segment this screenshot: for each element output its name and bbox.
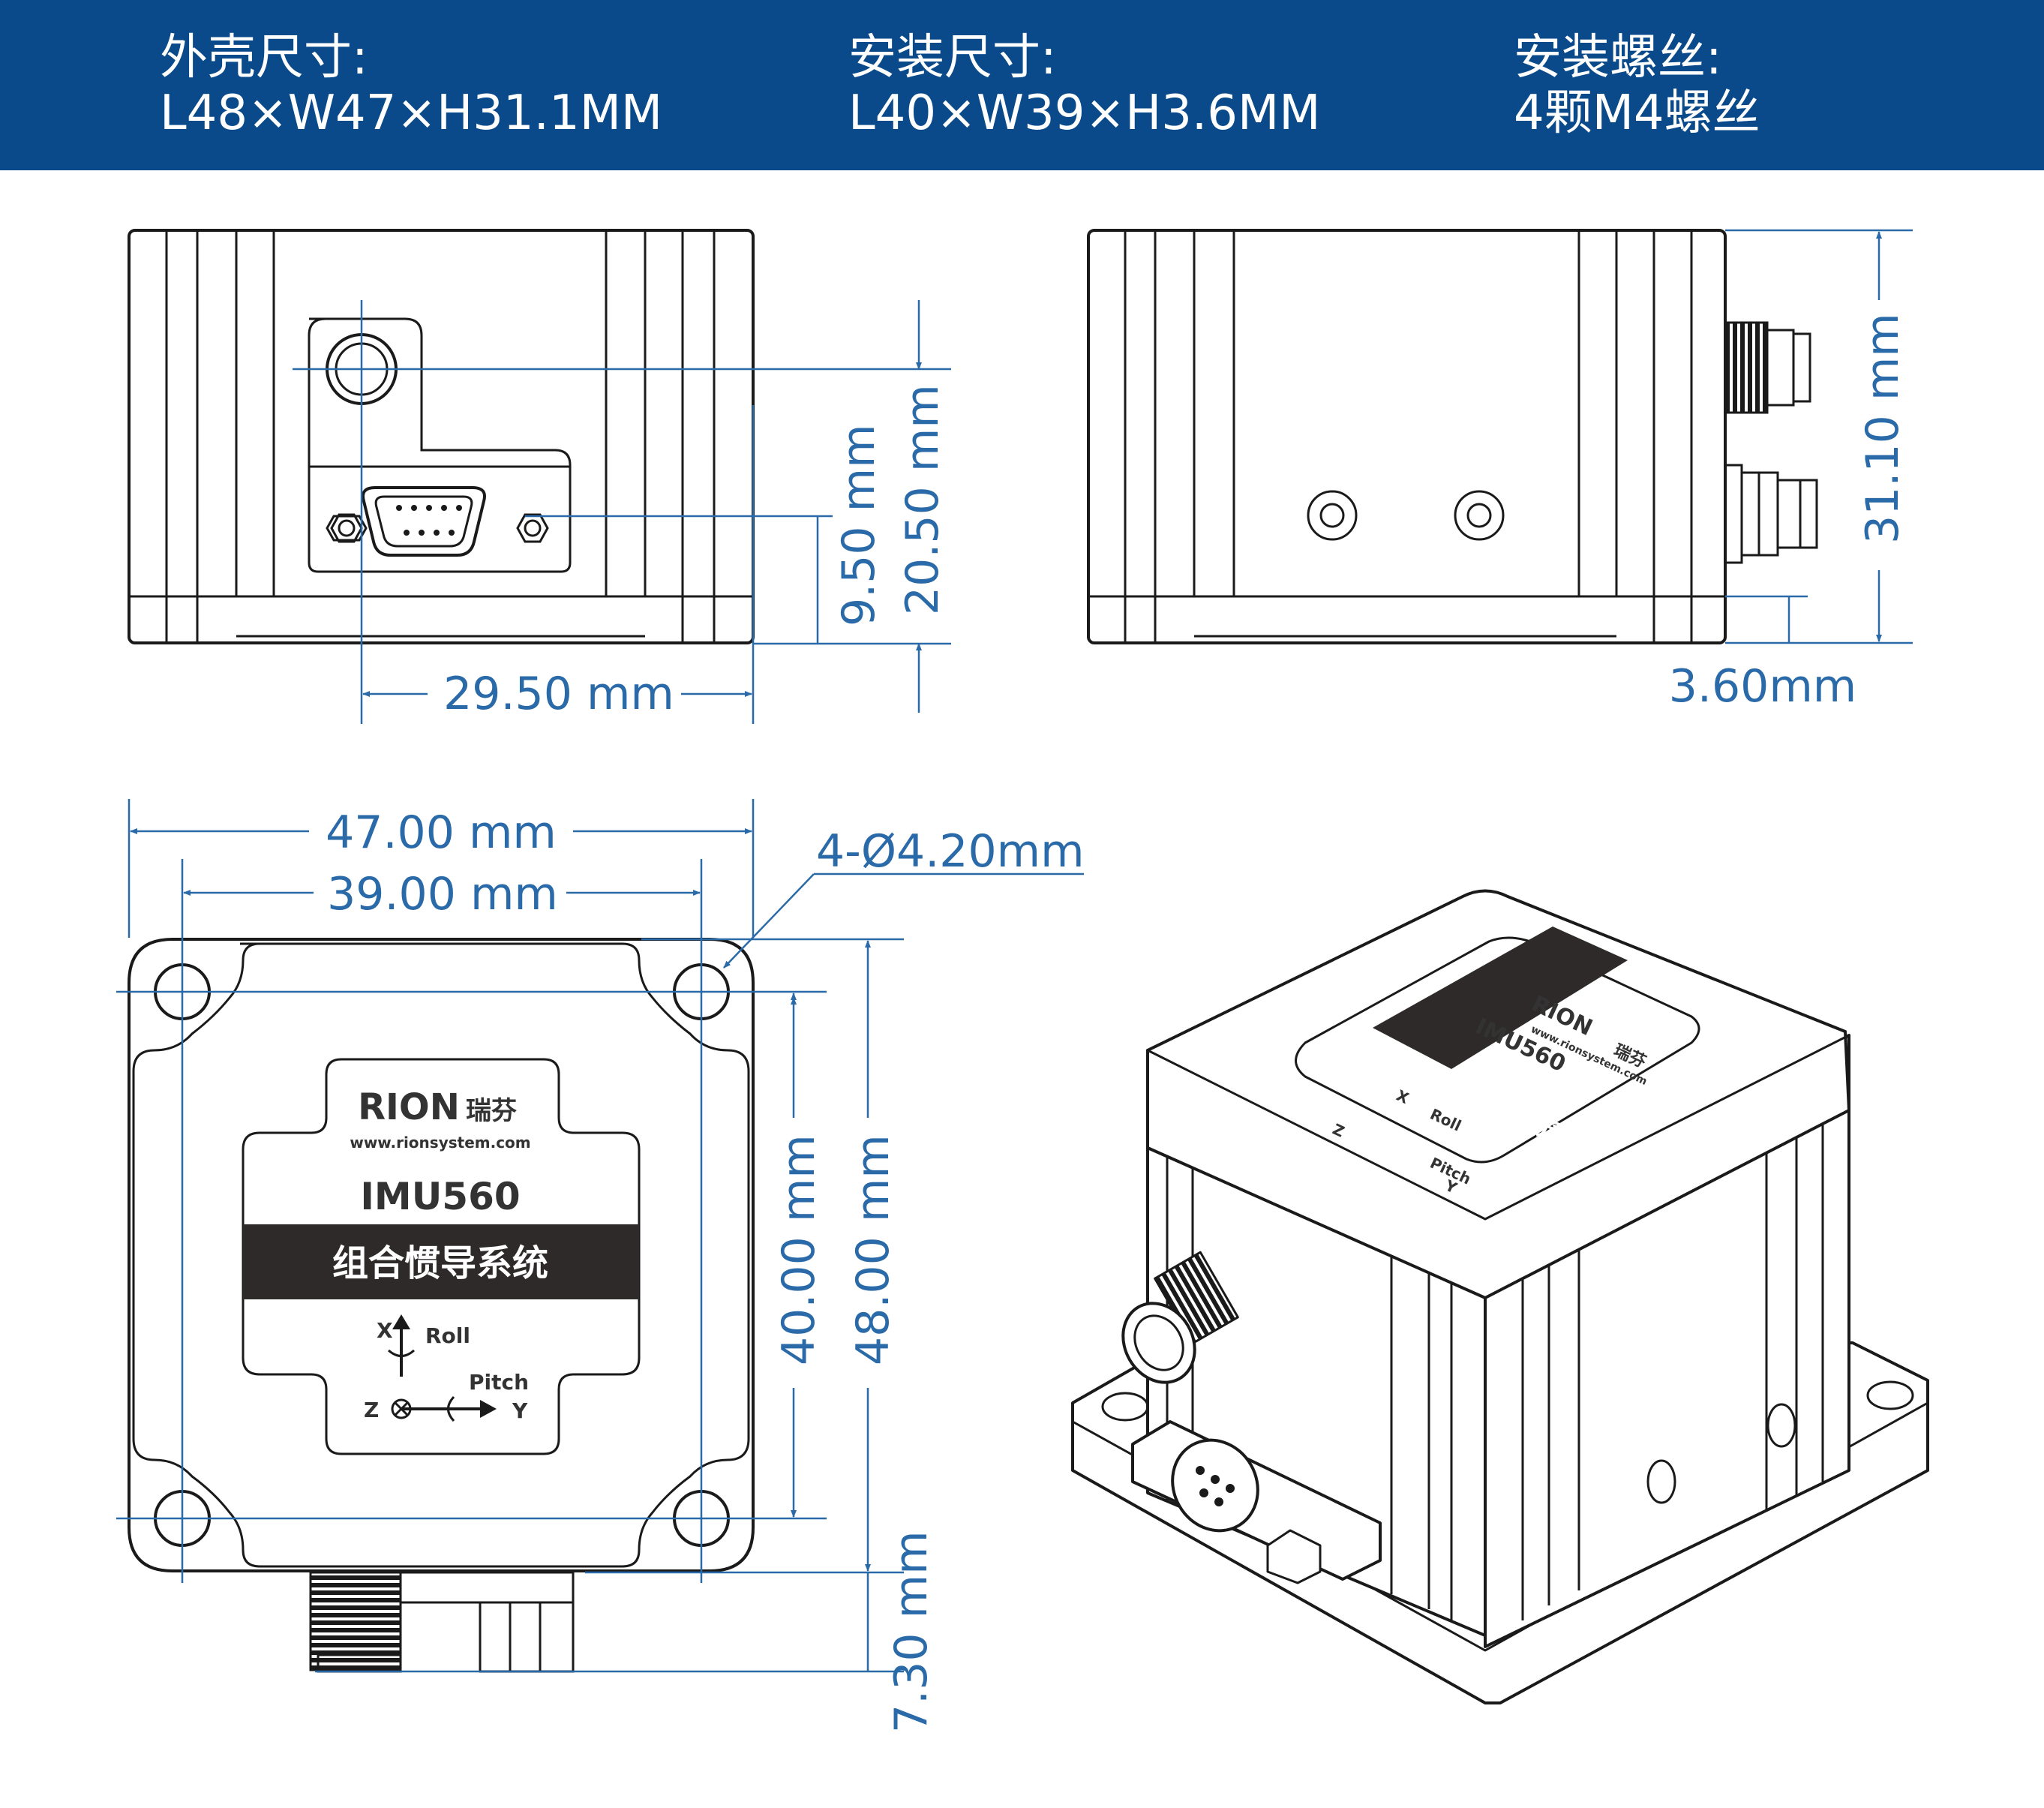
side-housing-outline [1087, 229, 1727, 644]
axis-y-label: Y [512, 1398, 528, 1423]
top-db9-body [399, 1571, 575, 1604]
axis-x-label: X [377, 1318, 393, 1343]
spec-label: 安装尺寸: [848, 30, 1057, 86]
front-housing-outline [128, 229, 755, 644]
brand-cn-text: 瑞芬 [466, 1096, 517, 1126]
side-m12-thread [1724, 321, 1769, 414]
brand-logo-text: RION [358, 1086, 460, 1128]
axis-pitch-label: Pitch [469, 1370, 529, 1395]
axis-z-label: Z [364, 1398, 379, 1422]
brand-url: www.rionsystem.com [350, 1134, 530, 1152]
side-screw-hole [1307, 490, 1358, 541]
front-view [128, 229, 755, 644]
dim-top-width-inner: 39.00 mm [327, 868, 558, 921]
dim-front-height-db9: 9.50 mm [833, 424, 885, 626]
spec-mount-screws: 安装螺丝: 4颗M4螺丝 [1514, 30, 1760, 141]
side-fins [1088, 230, 1725, 643]
top-flange-outline [128, 938, 755, 1572]
db9-pins [396, 505, 462, 536]
connector-panel [308, 317, 572, 573]
dim-front-height-m12: 20.50 mm [896, 384, 949, 615]
db9-connector-face [362, 486, 486, 557]
axis-diagram [388, 1314, 497, 1422]
side-dimensions [1725, 229, 1913, 644]
spec-label: 外壳尺寸: [160, 30, 368, 86]
front-fins [129, 230, 753, 643]
top-m12-thread [309, 1571, 402, 1671]
side-db9-body [1724, 464, 1743, 564]
dim-top-height-inner: 40.00 mm [773, 1134, 825, 1365]
spec-value: 4颗M4螺丝 [1514, 86, 1760, 141]
isometric-view [1071, 889, 1929, 1704]
spec-label: 安装螺丝: [1514, 30, 1722, 86]
front-dimensions [293, 300, 951, 724]
dim-side-base: 3.60mm [1669, 660, 1857, 713]
spec-header-bar: 外壳尺寸: L48×W47×H31.1MM 安装尺寸: L40×W39×H3.6… [0, 0, 2044, 170]
dim-top-width-outer: 47.00 mm [326, 806, 557, 859]
axis-roll-label: Roll [425, 1323, 470, 1348]
spec-housing-size: 外壳尺寸: L48×W47×H31.1MM [160, 30, 662, 141]
label-plate [242, 1058, 641, 1455]
spec-value: L40×W39×H3.6MM [848, 86, 1321, 141]
iso-label-band [1373, 927, 1628, 1069]
side-screw-hole [1454, 490, 1505, 541]
side-view [1087, 229, 1818, 644]
top-housing-outline [132, 942, 750, 1568]
top-view [128, 938, 755, 1673]
dim-side-height: 31.10 mm [1856, 313, 1909, 544]
spec-mount-size: 安装尺寸: L40×W39×H3.6MM [848, 30, 1320, 141]
dim-connector-length: 7.30 mm [885, 1530, 938, 1733]
product-name-cn: 组合惯导系统 [332, 1242, 548, 1284]
top-dimensions [116, 799, 1084, 1673]
model-number: IMU560 [360, 1175, 520, 1218]
dim-top-height-outer: 48.00 mm [847, 1134, 899, 1365]
dim-front-width: 29.50 mm [443, 668, 674, 720]
spec-value: L48×W47×H31.1MM [160, 86, 663, 141]
dim-hole-diameter: 4-Ø4.20mm [816, 825, 1085, 878]
db9-hex-nuts [326, 513, 549, 543]
iso-label-plate [1295, 936, 1700, 1164]
label-band [243, 1224, 639, 1299]
